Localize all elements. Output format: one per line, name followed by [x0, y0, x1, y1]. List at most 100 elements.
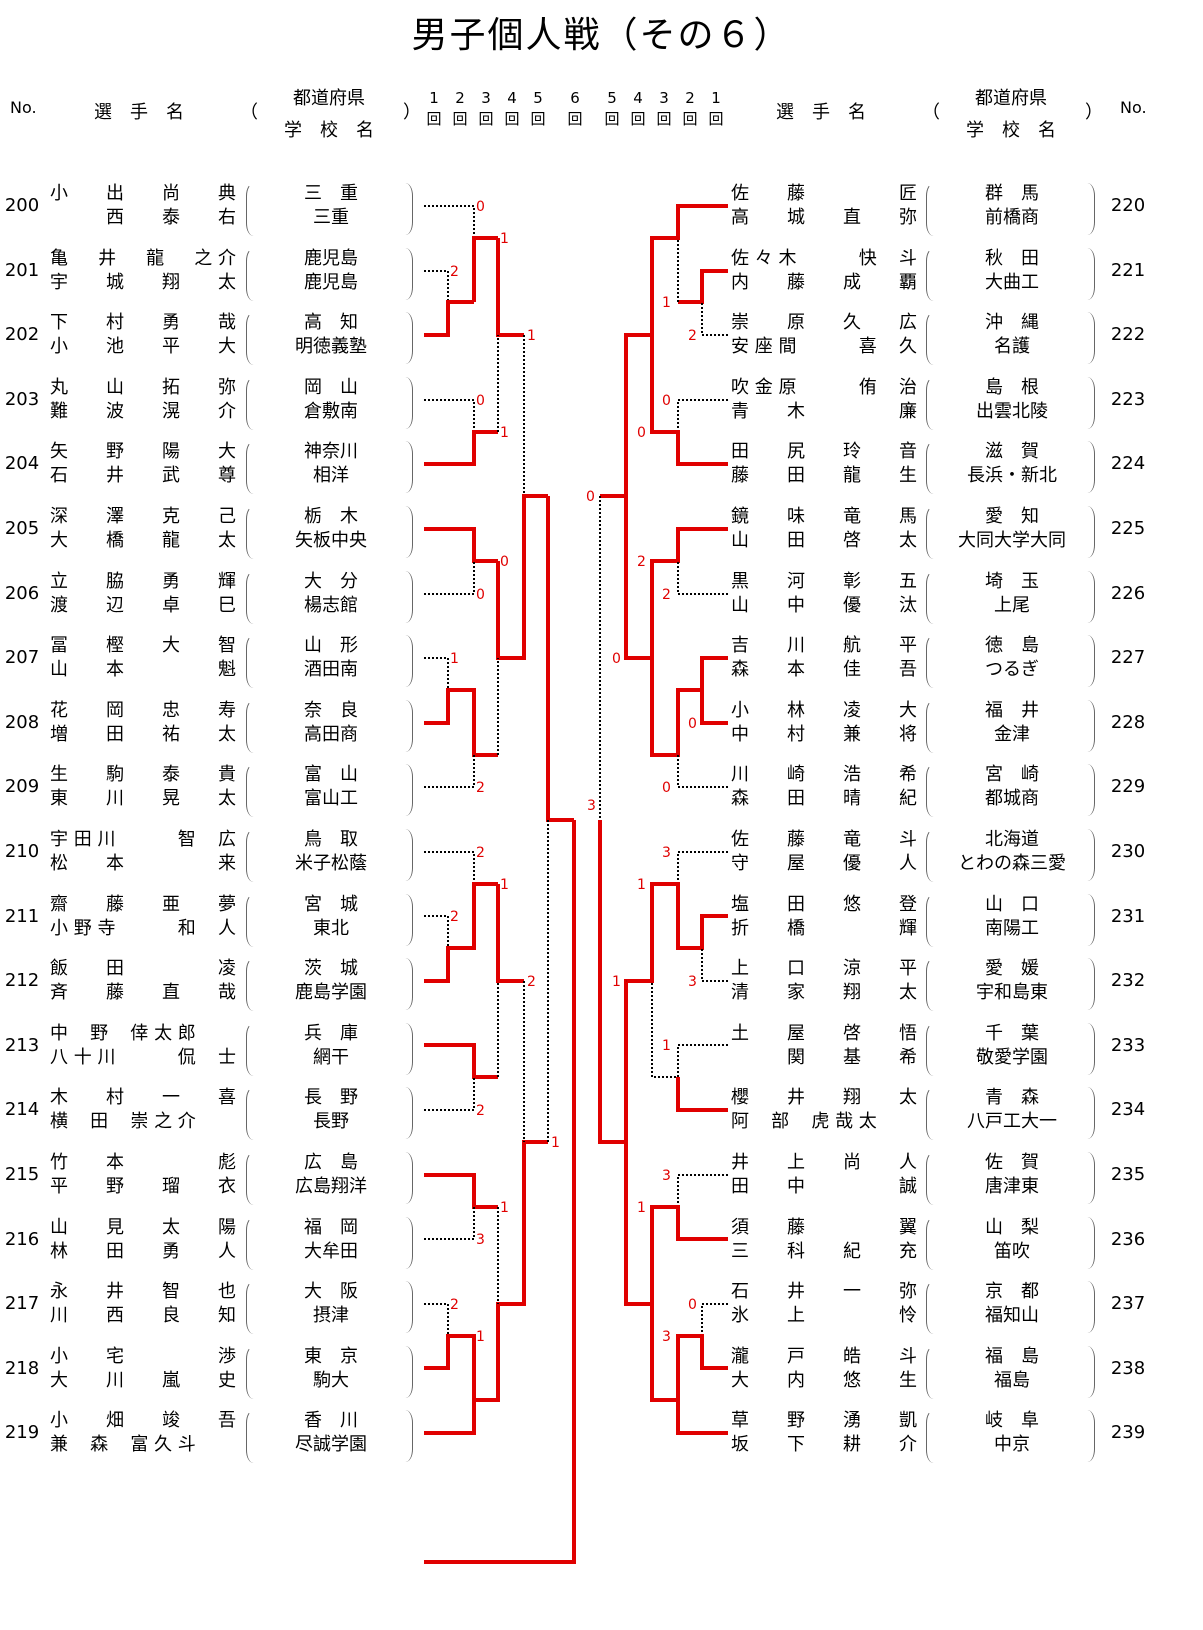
player-name: 中野倖 太 郎 [50, 1021, 236, 1046]
name-part: 之 介 [194, 247, 236, 269]
paren-bracket [398, 441, 413, 494]
name-part: 佳 [843, 659, 861, 681]
name-part: 川 [787, 635, 805, 657]
paren-bracket [1080, 376, 1095, 429]
name-part: 本 [106, 853, 124, 874]
name-part: 内 [787, 1369, 805, 1391]
entry-number: 210 [4, 841, 40, 862]
name-part: 平 [899, 958, 917, 980]
paren-bracket [398, 635, 413, 688]
player-name: 氷上怜 [731, 1303, 917, 1328]
school: 広島翔洋 [295, 1176, 367, 1197]
name-part: 井 [106, 1281, 124, 1303]
prefecture: 京 都 [985, 1281, 1039, 1303]
prefecture: 鹿児島 [304, 247, 358, 269]
school: 鹿児島 [304, 271, 358, 293]
name-part: 河 [787, 570, 805, 592]
entry-number: 211 [4, 905, 40, 927]
prefecture: 広 島 [304, 1152, 358, 1173]
name-part: 太 [218, 723, 236, 745]
name-part: 人 [899, 853, 917, 874]
name-part: 紀 [843, 1240, 861, 1262]
name-part: 久 [843, 312, 861, 334]
name-part: 上 [731, 958, 749, 980]
player-name: 難波滉介 [50, 399, 236, 424]
name-part: 輝 [899, 917, 917, 939]
prefecture: 高 知 [304, 312, 358, 334]
name-part: 田 [787, 788, 805, 810]
name-part: 野 [106, 1176, 124, 1197]
player-name: 八 十 川侃士 [50, 1045, 236, 1070]
match-score: 1 [637, 1200, 646, 1216]
prefecture: 香 川 [304, 1410, 358, 1432]
player-name: 佐藤匠 [731, 181, 917, 206]
name-part: 高 [731, 207, 749, 228]
paren-bracket [926, 441, 941, 495]
name-part: 田 [106, 723, 124, 745]
entry-number: 200 [4, 195, 40, 216]
paren-bracket [398, 699, 413, 752]
name-part: 侑 [858, 376, 877, 398]
entry-number: 225 [1110, 518, 1146, 539]
name-part: 己 [218, 506, 236, 527]
winner-path [650, 658, 728, 757]
name-part: 匠 [899, 183, 917, 204]
entry-number: 229 [1110, 776, 1146, 798]
name-part: 尚 [162, 183, 180, 204]
paren-bracket [926, 829, 941, 882]
name-part: 井 [787, 1087, 805, 1109]
name-part: 矢 [50, 441, 68, 463]
header-no-right: No. [1120, 98, 1147, 117]
name-part: 凌 [218, 958, 236, 980]
name-part: 大 [50, 530, 68, 551]
name-part: 悠 [843, 1369, 861, 1391]
entry-number: 212 [4, 970, 40, 992]
paren-bracket [398, 1087, 413, 1140]
match-score: 0 [662, 780, 671, 796]
name-part: 夢 [218, 893, 236, 915]
paren-bracket [246, 1216, 261, 1270]
school: 前橋商 [985, 207, 1039, 228]
player-name: 木村一喜 [50, 1085, 236, 1110]
name-part: 藤 [787, 1216, 805, 1238]
name-part: 久 [898, 336, 917, 358]
player-name: 川崎浩希 [731, 762, 917, 787]
player-name: 川西良知 [50, 1303, 236, 1328]
winner-path [496, 494, 548, 660]
match-score: 2 [476, 780, 485, 796]
school: 出雲北陵 [976, 400, 1048, 422]
round-number: 4 [507, 89, 517, 107]
name-part: 太 [218, 788, 236, 810]
name-part: 哉 [218, 312, 236, 334]
school: 米子松蔭 [295, 853, 367, 874]
name-part: 彪 [218, 1152, 236, 1173]
name-part: 介 [218, 400, 236, 422]
match-score: 3 [662, 845, 671, 861]
name-part: 田 [787, 530, 805, 551]
loser-path [424, 561, 475, 595]
name-part: 玲 [843, 441, 861, 463]
paren-bracket [926, 958, 941, 1012]
prefecture: 千 葉 [985, 1022, 1039, 1044]
name-part: 西 [106, 1305, 124, 1327]
paren-bracket [1080, 1087, 1095, 1140]
prefecture: 岐 阜 [985, 1410, 1039, 1432]
entry-number: 204 [4, 453, 40, 475]
player-name: 東川晃太 [50, 786, 236, 811]
name-part: 嵐 [162, 1369, 180, 1391]
player-name: 松本来 [50, 851, 236, 876]
loser-path [424, 270, 449, 302]
entry-number: 230 [1110, 841, 1146, 862]
match-score: 1 [500, 877, 509, 893]
name-part: 人 [217, 917, 236, 939]
name-part: 悟 [899, 1022, 917, 1044]
loser-path [424, 851, 475, 884]
name-part: 脇 [106, 570, 124, 592]
name-part: 喜 [218, 1087, 236, 1109]
name-part: 中 [787, 1176, 805, 1197]
name-part: 渡 [50, 594, 68, 616]
